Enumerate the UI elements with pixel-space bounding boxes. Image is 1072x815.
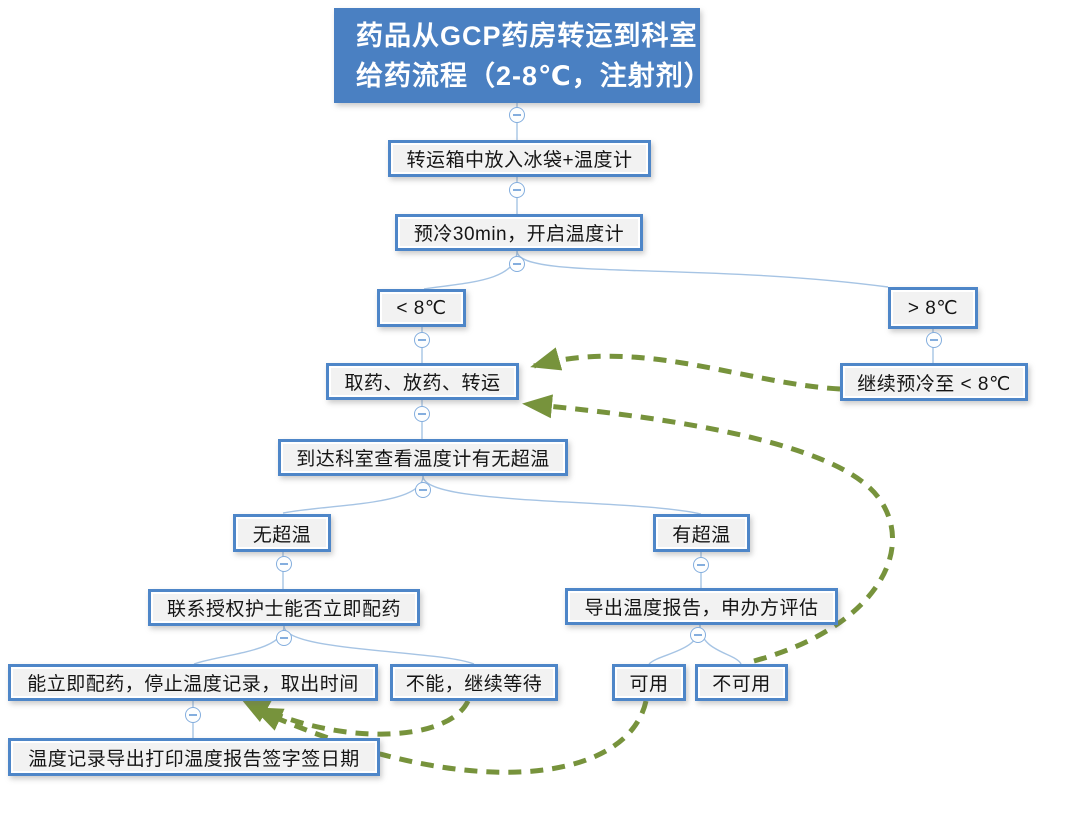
tree-connectors [192,103,934,738]
minus-circle-icon[interactable] [693,557,709,573]
node-export-print-sign[interactable]: 温度记录导出打印温度报告签字签日期 [8,738,380,776]
node-pack-box[interactable]: 转运箱中放入冰袋+温度计 [388,140,651,177]
minus-circle-icon[interactable] [414,332,430,348]
node-excursion[interactable]: 有超温 [653,514,750,552]
loop-unusable-to-transfer-arrow [522,394,896,664]
node-usable[interactable]: 可用 [612,664,686,701]
connector-precool-above8 [516,250,889,288]
minus-circle-icon[interactable] [926,332,942,348]
node-prepare-now[interactable]: 能立即配药，停止温度记录，取出时间 [8,664,378,701]
minus-circle-icon[interactable] [690,627,706,643]
connector-export-unusable [699,624,742,665]
node-continue-precool[interactable]: 继续预冷至 < 8℃ [840,363,1028,401]
connector-arrive-excursion [422,475,702,515]
node-cannot-wait[interactable]: 不能，继续等待 [390,664,558,701]
node-precool[interactable]: 预冷30min，开启温度计 [395,214,643,251]
node-unusable[interactable]: 不可用 [695,664,788,701]
node-below-8[interactable]: < 8℃ [377,289,466,327]
minus-circle-icon[interactable] [185,707,201,723]
loop-continue-precool-to-transfer-arrow [530,347,841,392]
node-no-excursion[interactable]: 无超温 [233,514,331,552]
minus-circle-icon[interactable] [509,107,525,123]
node-contact-nurse[interactable]: 联系授权护士能否立即配药 [148,589,420,626]
node-above-8[interactable]: > 8℃ [888,287,978,329]
minus-circle-icon[interactable] [415,482,431,498]
connector-precool-below8 [423,250,518,290]
minus-circle-icon[interactable] [414,406,430,422]
title-line-1: 药品从GCP药房转运到科室 [356,20,698,51]
node-export-report-evaluate[interactable]: 导出温度报告，申办方评估 [565,588,838,625]
node-title[interactable]: 药品从GCP药房转运到科室 给药流程（2-8℃，注射剂） [334,8,711,103]
node-arrive-check[interactable]: 到达科室查看温度计有无超温 [278,439,568,476]
minus-circle-icon[interactable] [276,556,292,572]
connector-contact-cannotwait [283,625,475,665]
loop-arrows [239,347,896,775]
connector-contact-prepare [193,625,285,665]
minus-circle-icon[interactable] [509,182,525,198]
node-pick-place-transfer[interactable]: 取药、放药、转运 [326,363,519,400]
minus-circle-icon[interactable] [509,256,525,272]
title-line-2: 给药流程（2-8℃，注射剂） [356,60,712,91]
minus-circle-icon[interactable] [276,630,292,646]
connector-arrive-noexcursion [282,475,424,514]
